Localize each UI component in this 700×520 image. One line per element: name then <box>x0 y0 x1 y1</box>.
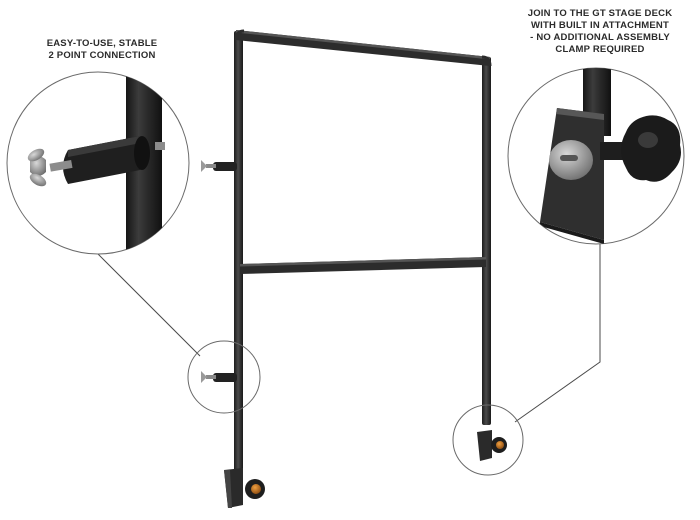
detail-circle-lower-bolt <box>187 340 261 414</box>
callout-bolt-connection: EASY-TO-USE, STABLE 2 POINT CONNECTION <box>22 38 182 62</box>
foot-plate-icon <box>477 430 492 461</box>
zoom-circle-deck-attachment <box>507 67 685 245</box>
callout-deck-attachment: JOIN TO THE GT STAGE DECK WITH BUILT IN … <box>505 8 695 56</box>
zoom-circle-bolt-connection <box>6 71 190 255</box>
leader-line-right <box>514 244 601 423</box>
leader-line-left <box>97 253 201 357</box>
callout-right-line-2: WITH BUILT IN ATTACHMENT <box>531 20 669 31</box>
callout-right-line-3: - NO ADDITIONAL ASSEMBLY <box>530 32 670 43</box>
wing-nut-icon <box>201 371 237 383</box>
callout-right-line-4: CLAMP REQUIRED <box>555 44 645 55</box>
wing-nut-icon <box>201 160 237 172</box>
handrail-frame <box>234 29 492 474</box>
detail-circle-right-foot <box>452 404 524 476</box>
callout-left-line-1: EASY-TO-USE, STABLE <box>46 38 158 49</box>
callout-left-line-2: 2 POINT CONNECTION <box>48 50 156 61</box>
leader-lines <box>97 244 601 423</box>
foot-plate-icon <box>224 468 243 508</box>
clamp-knob-icon <box>245 479 265 499</box>
clamp-knob-icon <box>491 437 507 453</box>
callout-right-line-1: JOIN TO THE GT STAGE DECK <box>527 8 673 19</box>
